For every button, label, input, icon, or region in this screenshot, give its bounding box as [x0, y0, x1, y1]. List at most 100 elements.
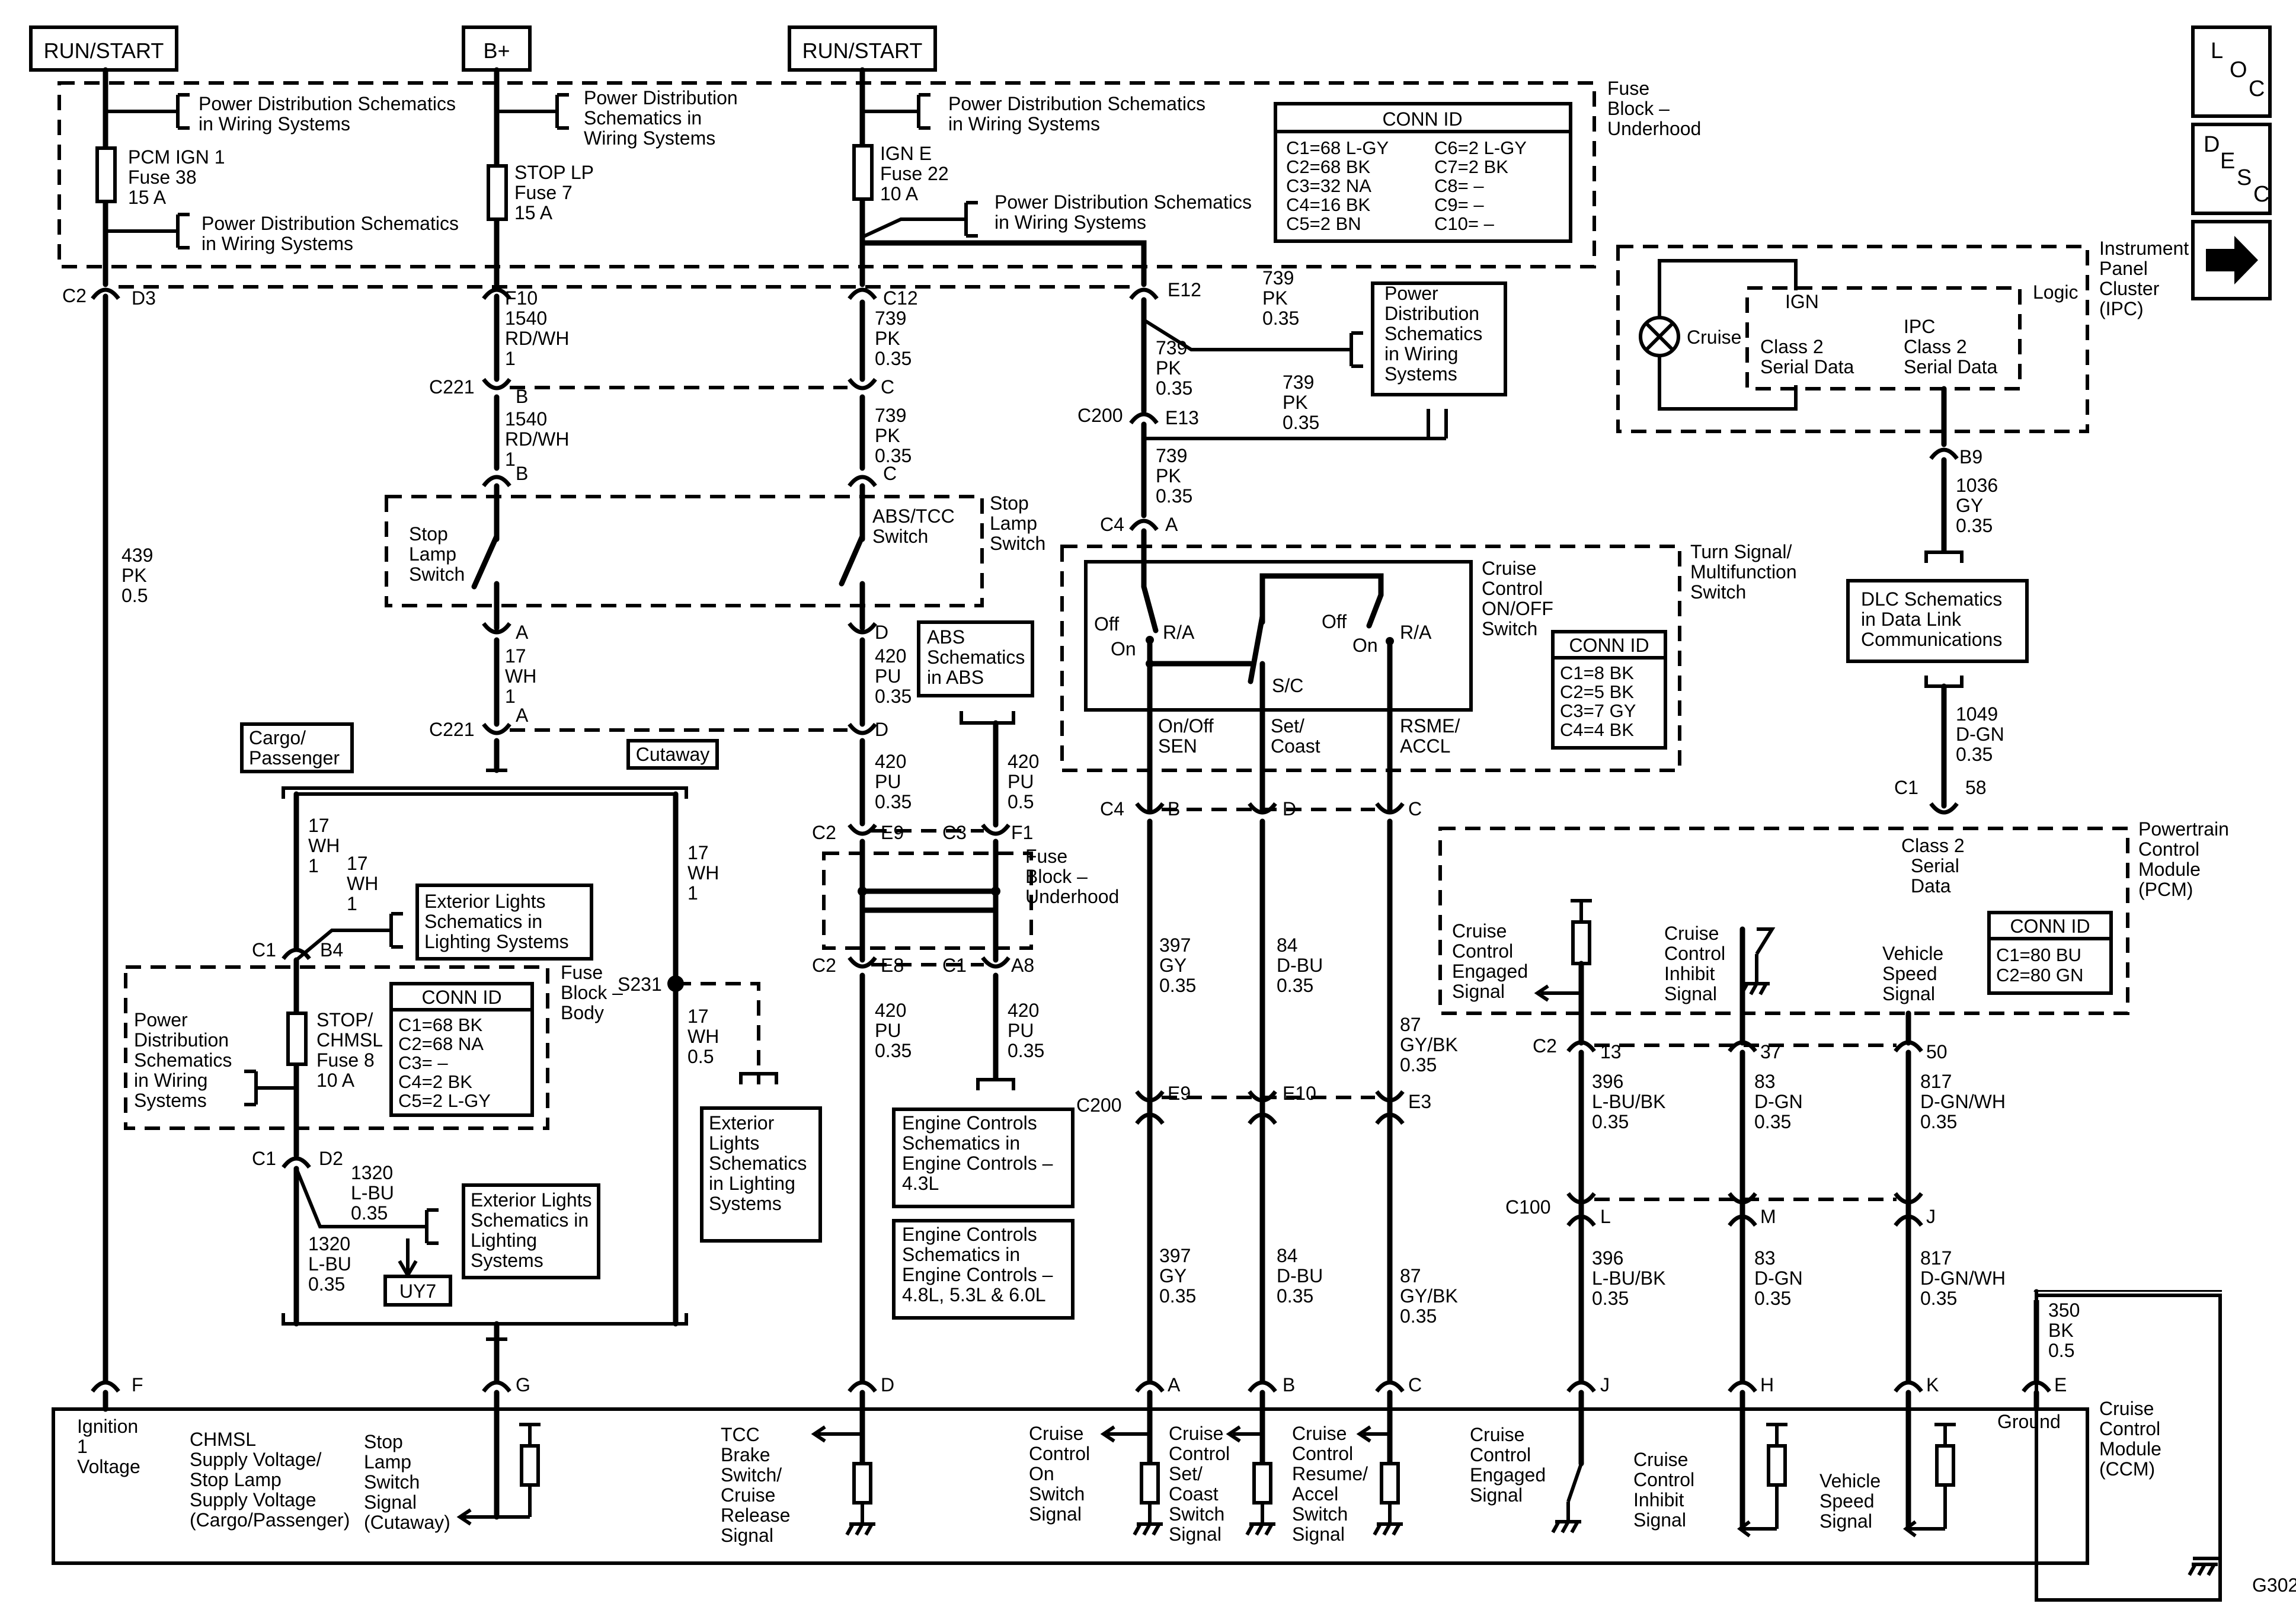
- svg-text:PK: PK: [1262, 287, 1288, 309]
- svg-text:STOP LP: STOP LP: [514, 162, 594, 183]
- svg-text:Fuse: Fuse: [1025, 846, 1067, 867]
- engine-ref-48-53-60: Engine Controls Schematics in Engine Con…: [892, 1219, 1075, 1320]
- svg-text:83: 83: [1754, 1247, 1776, 1269]
- svg-text:C4=16 BK: C4=16 BK: [1286, 194, 1371, 215]
- next-page-button[interactable]: [2191, 220, 2272, 300]
- svg-text:WH: WH: [687, 862, 719, 884]
- run-start-right-box: RUN/START: [788, 25, 937, 72]
- conn-c221-b: C221: [429, 719, 475, 740]
- svg-text:Underhood: Underhood: [1025, 886, 1119, 907]
- svg-text:420: 420: [1008, 751, 1039, 772]
- svg-text:1: 1: [505, 686, 516, 707]
- svg-text:in Wiring: in Wiring: [134, 1070, 207, 1091]
- svg-text:0.35: 0.35: [875, 445, 912, 466]
- svg-text:Exterior: Exterior: [709, 1112, 775, 1134]
- svg-text:Signal: Signal: [1819, 1510, 1872, 1532]
- svg-text:(Cutaway): (Cutaway): [364, 1512, 450, 1533]
- wire-420-c: 420 PU 0.5: [1008, 751, 1039, 812]
- conn-d-1: D: [875, 622, 888, 643]
- svg-text:CONN ID: CONN ID: [1569, 635, 1649, 656]
- svg-text:4.8L, 5.3L & 6.0L: 4.8L, 5.3L & 6.0L: [902, 1284, 1046, 1305]
- svg-text:WH: WH: [687, 1026, 719, 1047]
- svg-text:D-GN/WH: D-GN/WH: [1920, 1267, 2006, 1289]
- svg-text:0.35: 0.35: [1283, 412, 1319, 433]
- conn-a-1: A: [516, 622, 529, 643]
- cc-on-off-switch-label: Cruise Control ON/OFF Switch: [1482, 558, 1553, 639]
- pds-ref-5: Power Distribution Schematics in Wiring …: [994, 191, 1252, 233]
- conn-id-pcm: CONN ID C1=80 BU C2=80 GN: [1987, 911, 2113, 995]
- svg-text:Class 2: Class 2: [1904, 336, 1967, 357]
- svg-text:Fuse 7: Fuse 7: [514, 182, 573, 203]
- conn-b9: B9: [1959, 446, 1982, 468]
- svg-text:0.35: 0.35: [875, 686, 912, 707]
- desc-button[interactable]: D E S C: [2191, 123, 2272, 215]
- svg-text:CHMSL: CHMSL: [316, 1029, 383, 1051]
- svg-text:396: 396: [1592, 1071, 1623, 1092]
- svg-text:17: 17: [347, 853, 368, 874]
- svg-text:SEN: SEN: [1158, 735, 1197, 757]
- ipc-label: Instrument Panel Cluster (IPC): [2099, 238, 2189, 319]
- conn-m: M: [1760, 1206, 1776, 1227]
- svg-text:Block –: Block –: [1607, 98, 1670, 119]
- svg-text:PK: PK: [1156, 357, 1181, 379]
- svg-text:0.5: 0.5: [1008, 791, 1034, 812]
- conn-c200-row: C200: [1076, 1094, 1122, 1116]
- conn-c100: C100: [1505, 1196, 1551, 1218]
- conn-c2-pcm: C2: [1533, 1035, 1557, 1057]
- svg-text:GY: GY: [1159, 955, 1187, 976]
- svg-text:Coast: Coast: [1169, 1483, 1219, 1505]
- svg-text:Block –: Block –: [561, 982, 623, 1003]
- svg-text:On/Off: On/Off: [1158, 715, 1214, 737]
- conn-c2-top: C2: [62, 285, 87, 306]
- svg-text:ACCL: ACCL: [1400, 735, 1450, 757]
- svg-text:Cargo/: Cargo/: [249, 727, 306, 748]
- pds-ref-4: Power Distribution Schematics in Wiring …: [948, 93, 1205, 135]
- svg-text:PK: PK: [875, 328, 900, 349]
- svg-text:Switch: Switch: [1482, 618, 1537, 639]
- svg-text:C5=2 BN: C5=2 BN: [1286, 213, 1361, 234]
- svg-text:D-GN: D-GN: [1956, 724, 2004, 745]
- svg-text:DLC Schematics: DLC Schematics: [1861, 588, 2002, 610]
- svg-text:Systems: Systems: [134, 1090, 207, 1111]
- svg-text:Stop: Stop: [364, 1431, 403, 1452]
- wire-397-a: 397 GY 0.35: [1159, 934, 1196, 996]
- wire-420-b: 420 PU 0.35: [875, 751, 912, 812]
- wire-739-b: 739 PK 0.35: [875, 405, 912, 466]
- svg-text:Inhibit: Inhibit: [1633, 1489, 1684, 1510]
- svg-text:Vehicle: Vehicle: [1882, 943, 1943, 964]
- desc-letter-c: C: [2253, 182, 2269, 207]
- svg-text:RD/WH: RD/WH: [505, 328, 569, 349]
- svg-text:87: 87: [1400, 1265, 1421, 1286]
- ccm-pin-h: H: [1760, 1374, 1774, 1395]
- svg-text:0.35: 0.35: [875, 791, 912, 812]
- svg-text:C1=8 BK: C1=8 BK: [1560, 662, 1634, 683]
- wire-739-d: 739 PK 0.35: [1156, 337, 1192, 399]
- svg-text:GY: GY: [1159, 1265, 1187, 1286]
- loc-button[interactable]: L O C: [2191, 25, 2272, 118]
- desc-letter-e: E: [2220, 149, 2235, 174]
- svg-text:0.35: 0.35: [875, 348, 912, 369]
- svg-text:WH: WH: [308, 835, 340, 856]
- ipc-outline: [1616, 245, 2089, 433]
- svg-text:Coast: Coast: [1271, 735, 1320, 757]
- ccm-inhibit-label: Cruise Control Inhibit Signal: [1633, 1449, 1694, 1531]
- wire-1036: 1036 GY 0.35: [1956, 475, 1998, 536]
- svg-text:Cruise: Cruise: [1633, 1449, 1688, 1470]
- wire-397-b: 397 GY 0.35: [1159, 1245, 1196, 1307]
- svg-text:0.35: 0.35: [1400, 1054, 1437, 1076]
- svg-text:in ABS: in ABS: [927, 667, 984, 688]
- svg-text:CONN ID: CONN ID: [1382, 108, 1462, 130]
- svg-text:L-BU: L-BU: [351, 1182, 394, 1204]
- svg-text:Voltage: Voltage: [77, 1456, 140, 1477]
- conn-c2-e9: C2: [812, 822, 836, 843]
- fuse-stop-chmsl: [286, 1012, 308, 1066]
- ccm-pins: F G D A B C J H K E: [92, 1374, 2067, 1395]
- svg-text:Signal: Signal: [364, 1491, 417, 1513]
- svg-text:817: 817: [1920, 1071, 1952, 1092]
- wire-1049: 1049 D-GN 0.35: [1956, 703, 2004, 765]
- b-plus-box: B+: [462, 25, 532, 72]
- svg-text:(Cargo/Passenger): (Cargo/Passenger): [190, 1509, 350, 1531]
- turn-signal-switch-outline: [1060, 545, 1681, 772]
- svg-text:Accel: Accel: [1292, 1483, 1338, 1505]
- svg-text:C2=68 BK: C2=68 BK: [1286, 156, 1371, 177]
